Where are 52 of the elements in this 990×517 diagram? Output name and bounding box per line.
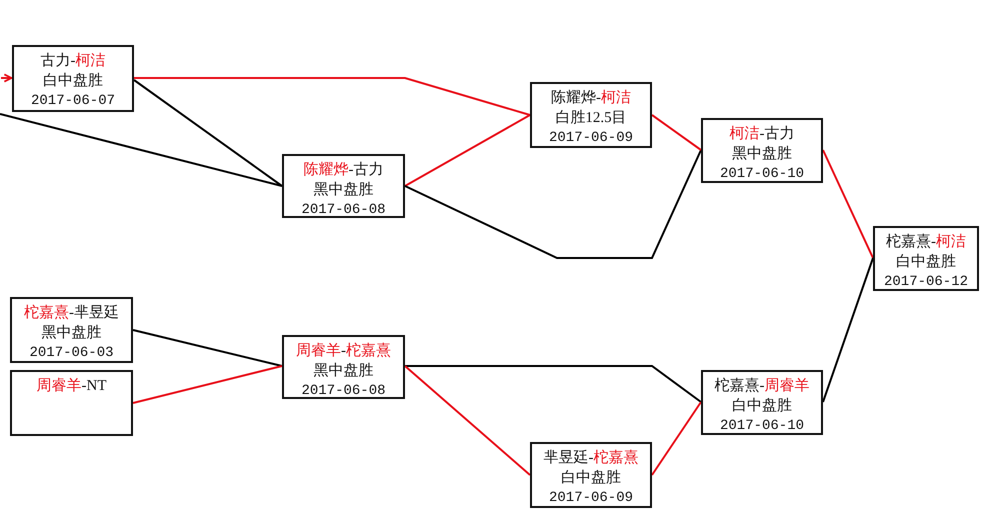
match-date: 2017-06-12 — [884, 273, 968, 292]
match-players: 周睿羊-NT — [36, 376, 106, 396]
bracket-line — [404, 150, 702, 259]
match-box — [12, 45, 134, 112]
bracket-line — [404, 365, 531, 476]
match-box — [10, 297, 133, 363]
match-date: 2017-06-10 — [720, 417, 804, 436]
bracket-line — [822, 150, 874, 258]
bracket-line — [132, 329, 282, 367]
match-players: 陈耀烨-柯洁 — [551, 88, 631, 108]
match-result: 白胜12.5目 — [555, 108, 627, 128]
match-result: 黑中盘胜 — [732, 144, 792, 164]
match-box — [530, 82, 652, 148]
match-box — [282, 154, 405, 218]
match-result: 白中盘胜 — [896, 252, 956, 272]
bracket-line — [404, 114, 530, 187]
match-result: 白中盘胜 — [561, 468, 621, 488]
match-box — [10, 370, 133, 436]
match-date: 2017-06-10 — [720, 165, 804, 184]
match-box — [701, 370, 823, 435]
match-date: 2017-06-09 — [548, 129, 633, 148]
match-result: 黑中盘胜 — [314, 362, 374, 381]
match-players: 柁嘉熹-柯洁 — [886, 232, 966, 252]
match-box — [282, 335, 405, 399]
arrow — [1, 74, 12, 82]
match-players: 柯洁-古力 — [730, 124, 794, 144]
match-result: 白中盘胜 — [732, 396, 792, 416]
match-result: 黑中盘胜 — [314, 180, 374, 200]
match-date: 2017-06-08 — [301, 201, 386, 220]
bracket-line — [134, 77, 530, 116]
match-box — [873, 226, 979, 291]
match-box — [701, 118, 823, 183]
match-date: 2017-06-07 — [30, 92, 115, 111]
bracket-line — [651, 401, 702, 476]
match-date: 2017-06-09 — [548, 489, 633, 508]
bracket-line — [132, 365, 282, 404]
match-players: 古力-柯洁 — [40, 52, 106, 71]
match-box — [530, 442, 652, 508]
match-players: 柁嘉熹-芈昱廷 — [24, 304, 119, 323]
match-date: 2017-06-08 — [301, 382, 386, 401]
match-result: 黑中盘胜 — [42, 324, 102, 343]
bracket-line — [405, 365, 702, 403]
bracket-line — [133, 79, 283, 187]
match-players: 周睿羊-柁嘉熹 — [296, 342, 391, 361]
match-players: 芈昱廷-柁嘉熹 — [544, 448, 638, 468]
bracket-line — [822, 258, 874, 402]
match-players: 柁嘉熹-周睿羊 — [714, 376, 810, 396]
match-result: 白中盘胜 — [43, 72, 103, 91]
bracket-line — [0, 113, 282, 187]
match-date: 2017-06-03 — [29, 344, 114, 363]
bracket-line — [651, 114, 702, 151]
match-players: 陈耀烨-古力 — [304, 160, 384, 180]
